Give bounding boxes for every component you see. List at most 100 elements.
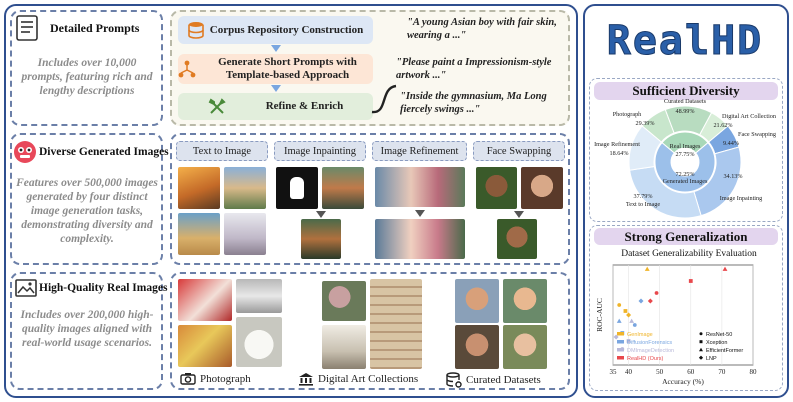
database-stack-icon: [446, 372, 462, 388]
chart-xtick-4: 70: [718, 368, 726, 376]
t2i-thumb-dog: [178, 213, 220, 255]
inpaint-result: [301, 219, 341, 259]
generated-desc: Features over 500,000 images generated b…: [16, 177, 158, 245]
dataset-thumb-boy: [503, 279, 547, 323]
tools-icon: [208, 97, 226, 114]
diversity-panel: [589, 78, 783, 222]
photo-thumb-dog: [236, 317, 282, 367]
chart-point-3: [626, 312, 632, 318]
t2i-thumb-painting: [224, 167, 266, 209]
main-frame: [4, 4, 578, 398]
tab-image-refinement: Image Refinement: [372, 141, 467, 161]
donut-outer-curated-label: Curated Datasets: [664, 99, 707, 105]
donut-outer-curated-pct: 48.99%: [675, 108, 694, 115]
legend-dataset-0: GenImage: [627, 332, 653, 338]
corpus-step-label: Corpus Repository Construction: [209, 23, 364, 36]
chart-xtick-0: 35: [610, 368, 618, 376]
generated-title: Diverse Generated Images: [39, 146, 169, 158]
swap-result: [497, 219, 537, 259]
generated-panel: [10, 133, 163, 265]
legend-dataset-swatch-2: [617, 348, 624, 352]
inpaint-source: [322, 167, 364, 209]
refine-result: [375, 219, 465, 259]
dataset-thumb-girl: [503, 325, 547, 369]
refine-arrow: [415, 210, 425, 217]
generalization-panel: [589, 225, 783, 391]
prompt-gen-step: Generate Short Prompts with Template-bas…: [178, 54, 373, 84]
side-frame: [583, 4, 789, 398]
art-thumb-calligraphy: [370, 279, 422, 369]
real-panel: [10, 272, 163, 390]
chart-point-9: [626, 339, 631, 343]
chart-point-10: [629, 318, 635, 323]
category-photograph: Photograph: [180, 372, 251, 385]
legend-dataset-2: DMImageDetection: [627, 348, 674, 354]
corpus-step: Corpus Repository Construction: [178, 16, 373, 44]
chart-point-2: [644, 266, 650, 271]
donut-outer-inpaint-pct: 34.13%: [723, 173, 742, 180]
art-thumb-ink: [322, 325, 366, 369]
connector-curve: [371, 84, 397, 114]
category-art: Digital Art Collections: [298, 372, 418, 386]
document-icon: [16, 15, 38, 41]
chart-point-14: [722, 266, 728, 271]
legend-model-marker-3: [698, 355, 704, 360]
chart-point-1: [623, 309, 628, 313]
real-title: High-Quality Real Images: [39, 282, 168, 294]
category-datasets-label: Curated Datasets: [466, 374, 541, 386]
donut-outer-face-label: Face Swapping: [738, 131, 776, 138]
donut-inner-gen-pct: 72.25%: [675, 171, 694, 178]
realhd-logo: RealHD: [595, 10, 775, 72]
donut-outer-t2i-pct: 37.79%: [633, 193, 652, 200]
donut-outer-art-pct: 21.62%: [713, 122, 732, 129]
donut-inner-gen-label: Generated Images: [663, 178, 708, 185]
donut-outer-refine-pct: 18.64%: [609, 150, 628, 157]
chart-ylabel: ROC-AUC: [595, 298, 604, 332]
legend-model-1: Xception: [706, 340, 727, 346]
swap-arrow: [514, 211, 524, 218]
legend-model-marker-0: [699, 332, 703, 336]
photo-thumb-birds: [236, 279, 282, 313]
chart-point-13: [688, 279, 693, 283]
donut-outer-t2i-label: Text to Image: [626, 201, 661, 208]
legend-model-marker-1: [699, 340, 703, 344]
chart-point-4: [632, 323, 637, 327]
inpaint-mask: [276, 167, 318, 209]
donut-inner-real-pct: 27.75%: [675, 151, 694, 158]
tab-image-inpainting: Image Inpainting: [274, 141, 366, 161]
refine-source: [375, 167, 465, 207]
chart-xlabel: Accuracy (%): [662, 377, 704, 386]
diversity-title: Sufficient Diversity: [594, 82, 778, 100]
network-icon: [178, 60, 196, 78]
pipeline-arrow-2: [271, 85, 281, 92]
legend-dataset-swatch-3: [617, 356, 624, 360]
donut-gen-segment-3: [628, 125, 662, 171]
legend-dataset-swatch-1: [617, 340, 624, 344]
inpaint-arrow: [316, 211, 326, 218]
chart-point-7: [638, 298, 644, 304]
chart-xtick-5: 80: [750, 368, 758, 376]
category-photograph-label: Photograph: [200, 372, 251, 385]
dataset-thumb-man: [455, 279, 499, 323]
tasks-panel: [170, 133, 570, 265]
real-images-panel: [170, 272, 570, 390]
legend-dataset-1: DiffusionForensics: [627, 340, 672, 346]
chart-xtick-1: 40: [625, 368, 633, 376]
tab-face-swapping: Face Swapping: [473, 141, 565, 161]
legend-dataset-swatch-0: [617, 332, 624, 336]
chart-plot-area: [612, 264, 754, 366]
donut-inner-1: [654, 141, 716, 193]
chart-point-11: [613, 334, 619, 340]
photo-thumb-tower: [178, 279, 232, 321]
legend-model-marker-2: [699, 347, 703, 352]
legend-model-2: EfficientFormer: [706, 348, 743, 354]
realhd-logo-text: RealHD: [606, 18, 764, 65]
image-icon: [15, 279, 37, 297]
donut-inner-real-label: Real Images: [670, 143, 701, 150]
chart-xtick-3: 60: [687, 368, 695, 376]
museum-icon: [299, 373, 313, 386]
pipeline-arrow-1: [271, 45, 281, 52]
legend-dataset-3: RealHD (Ours): [627, 356, 664, 362]
donut-outer-photo-pct: 29.39%: [635, 120, 654, 127]
